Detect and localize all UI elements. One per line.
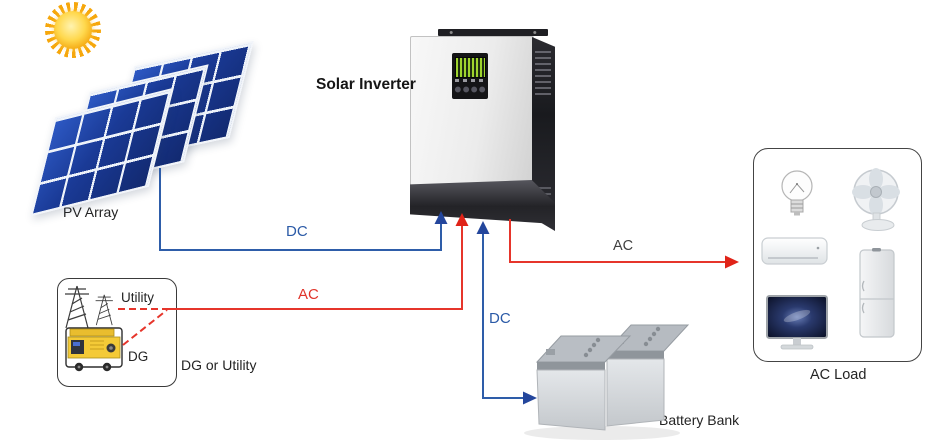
inverter-button-labels — [455, 79, 485, 82]
solar-inverter-graphic — [408, 26, 558, 231]
inverter-lcd-display — [455, 57, 486, 78]
light-bulb-icon — [781, 170, 813, 216]
ac-load-label: AC Load — [810, 367, 867, 383]
battery-right — [605, 324, 690, 427]
battery-shadow — [524, 426, 680, 440]
utility-label: Utility — [121, 290, 154, 305]
inverter-buttons — [454, 84, 486, 95]
air-conditioner-icon — [761, 237, 828, 265]
refrigerator-icon — [859, 248, 895, 338]
inverter-mounting-bracket — [438, 29, 548, 36]
dg-label: DG — [128, 349, 149, 364]
sun-core — [54, 11, 92, 49]
inverter-vents-top — [535, 51, 551, 99]
diesel-generator-icon — [65, 327, 123, 372]
utility-towers-icon — [65, 285, 113, 329]
battery-bank-label: Battery Bank — [659, 412, 740, 428]
monitor-icon — [766, 295, 828, 350]
inverter-label: Solar Inverter — [316, 76, 416, 93]
inverter-control-panel — [452, 53, 488, 99]
source-caption: DG or Utility — [181, 357, 257, 373]
battery-left — [535, 335, 632, 431]
source-box — [57, 278, 177, 387]
table-fan-icon — [852, 168, 900, 231]
pv-array-label: PV Array — [63, 204, 119, 220]
ac-load-box — [753, 148, 922, 362]
